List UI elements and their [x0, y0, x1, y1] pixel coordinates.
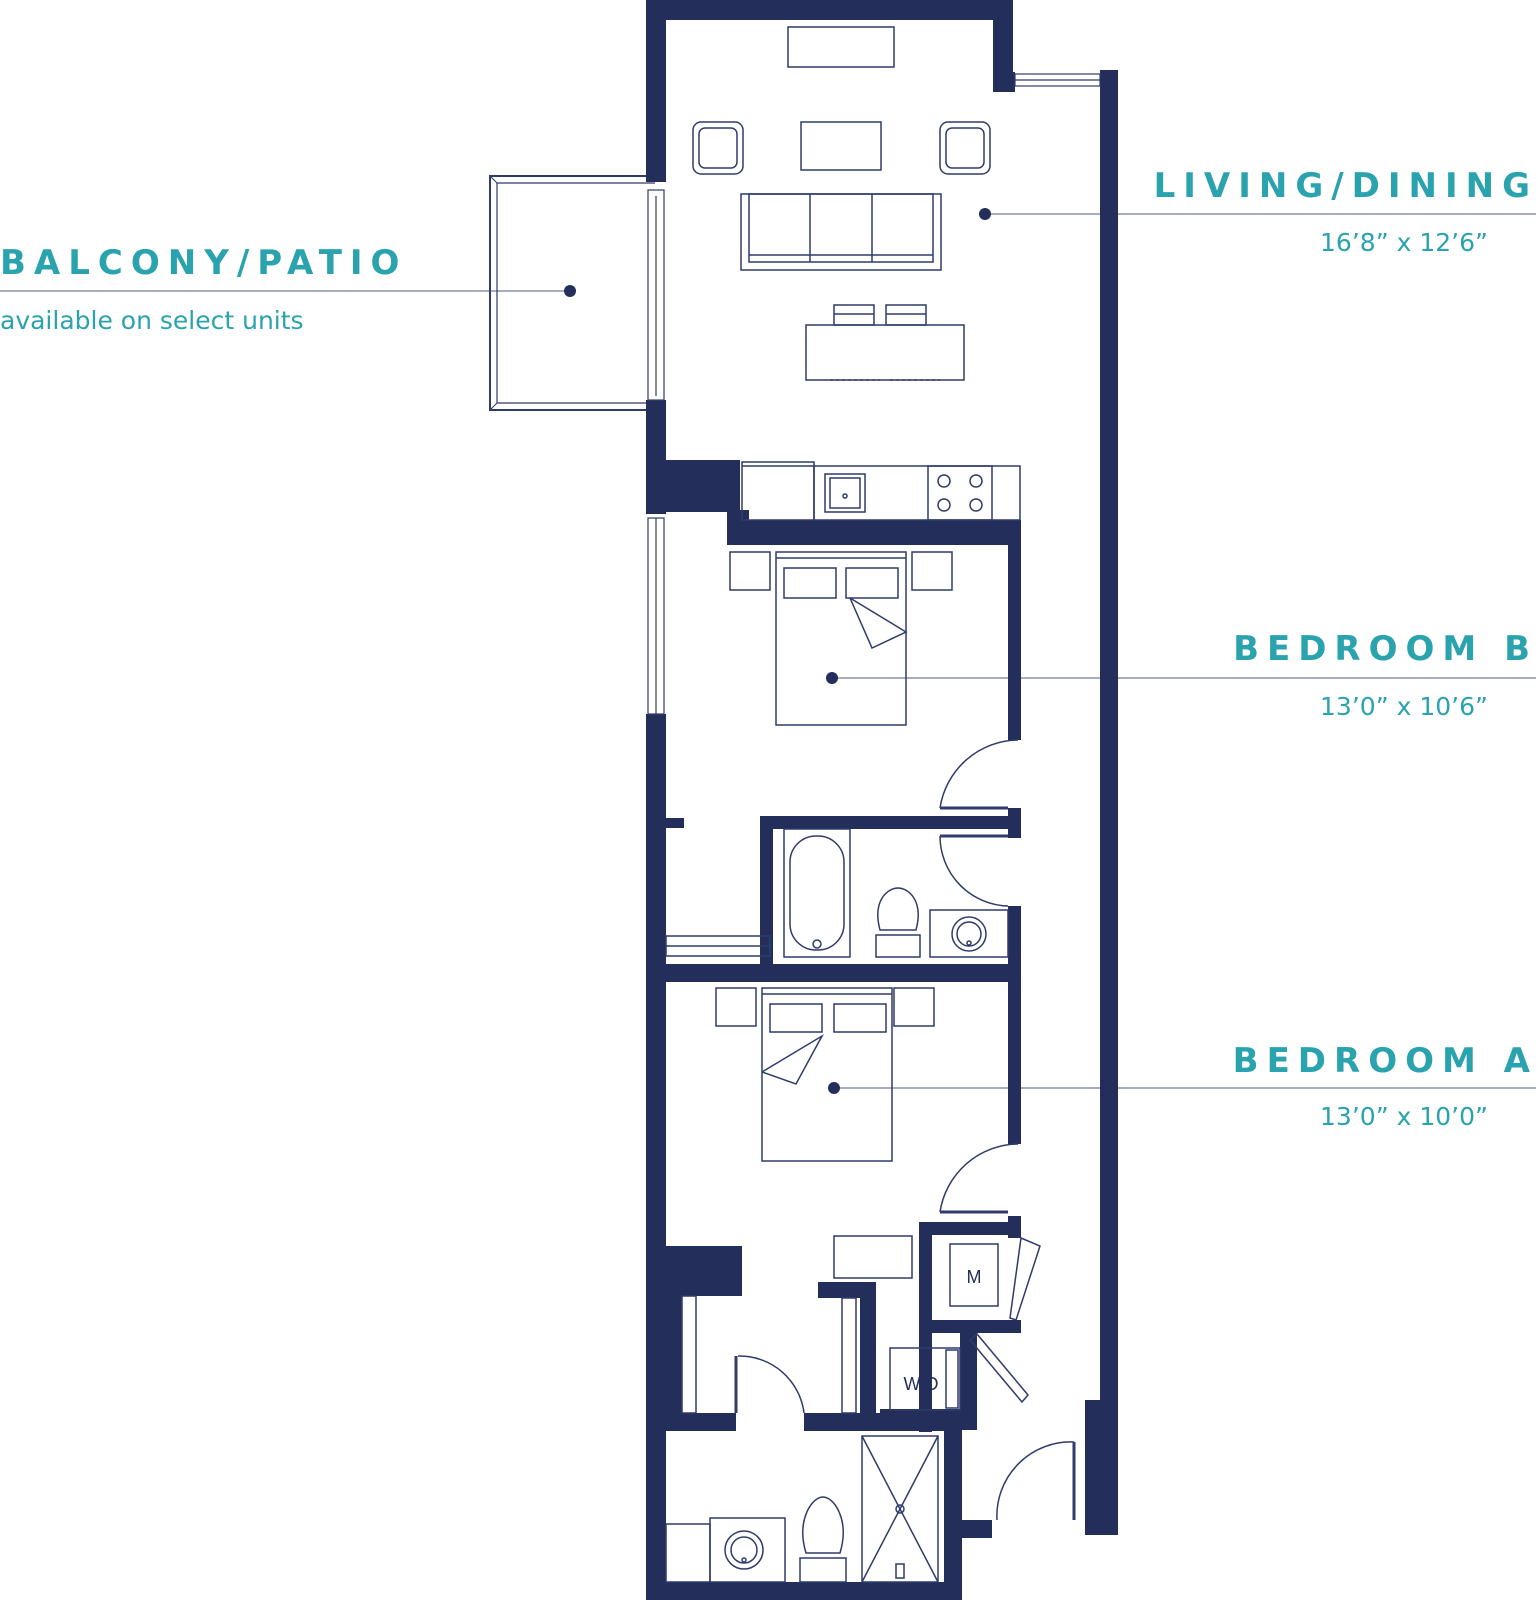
wall-left-upper [646, 0, 666, 182]
tv-console [787, 26, 895, 68]
desk [833, 1235, 913, 1279]
kitchen-sink [824, 473, 866, 513]
nightstand-b-right [911, 551, 953, 591]
laundry-label: W/D [904, 1374, 939, 1394]
fridge [741, 461, 815, 521]
room-markers [564, 208, 991, 1094]
sofa [740, 193, 942, 271]
nightstand-a-left [715, 987, 757, 1027]
marker-bedroom-a [828, 1082, 840, 1094]
marker-living [979, 208, 991, 220]
bedroom-a-dims: 13’0” x 10’0” [1320, 1102, 1488, 1131]
balcony-title: BALCONY/PATIO [0, 243, 408, 283]
wall-top-notch [993, 0, 1013, 92]
doors [734, 739, 1076, 1521]
mechanical-unit [949, 1243, 999, 1307]
shower [861, 1435, 939, 1583]
nightstand-b-left [729, 551, 771, 591]
wall-top [646, 0, 1011, 20]
bedroom-a-title: BEDROOM A [1232, 1041, 1538, 1081]
nightstand-a-right [893, 987, 935, 1027]
bedroom-b-title: BEDROOM B [1233, 629, 1538, 669]
bed-a [761, 987, 893, 1162]
leader-lines [0, 213, 1536, 1089]
wall-right-exterior [1100, 70, 1118, 1400]
balcony [489, 175, 655, 411]
coffee-table [800, 121, 882, 171]
cooktop [927, 465, 993, 521]
wall-bedroom-a-top [666, 964, 1021, 982]
vanity-2 [709, 1517, 786, 1583]
wall-bottom [646, 1582, 962, 1600]
toilet-2 [799, 1496, 847, 1583]
windows [647, 73, 1101, 715]
balcony-note: available on select units [0, 306, 304, 335]
armchair-left [692, 121, 744, 175]
bathtub [783, 828, 851, 958]
marker-balcony [564, 285, 576, 297]
washer-dryer [889, 1347, 961, 1411]
bed-b [775, 551, 907, 726]
bedroom-b-dims: 13’0” x 10’6” [1320, 692, 1488, 721]
wall-bedroom-b-right [1008, 520, 1021, 740]
living-title: LIVING/DINING [1153, 166, 1538, 206]
kitchen-counter [813, 465, 1021, 521]
furniture [665, 26, 1021, 1583]
armchair-right [939, 121, 991, 175]
walls [646, 0, 1118, 1600]
living-dims: 16’8” x 12’6” [1320, 228, 1488, 257]
wall-bedroom-a-right [1008, 982, 1021, 1144]
mechanical-label: M [967, 1267, 982, 1287]
dining-table [805, 324, 965, 381]
toilet-1 [875, 887, 921, 958]
vanity-1 [929, 909, 1009, 958]
marker-bedroom-b [826, 672, 838, 684]
